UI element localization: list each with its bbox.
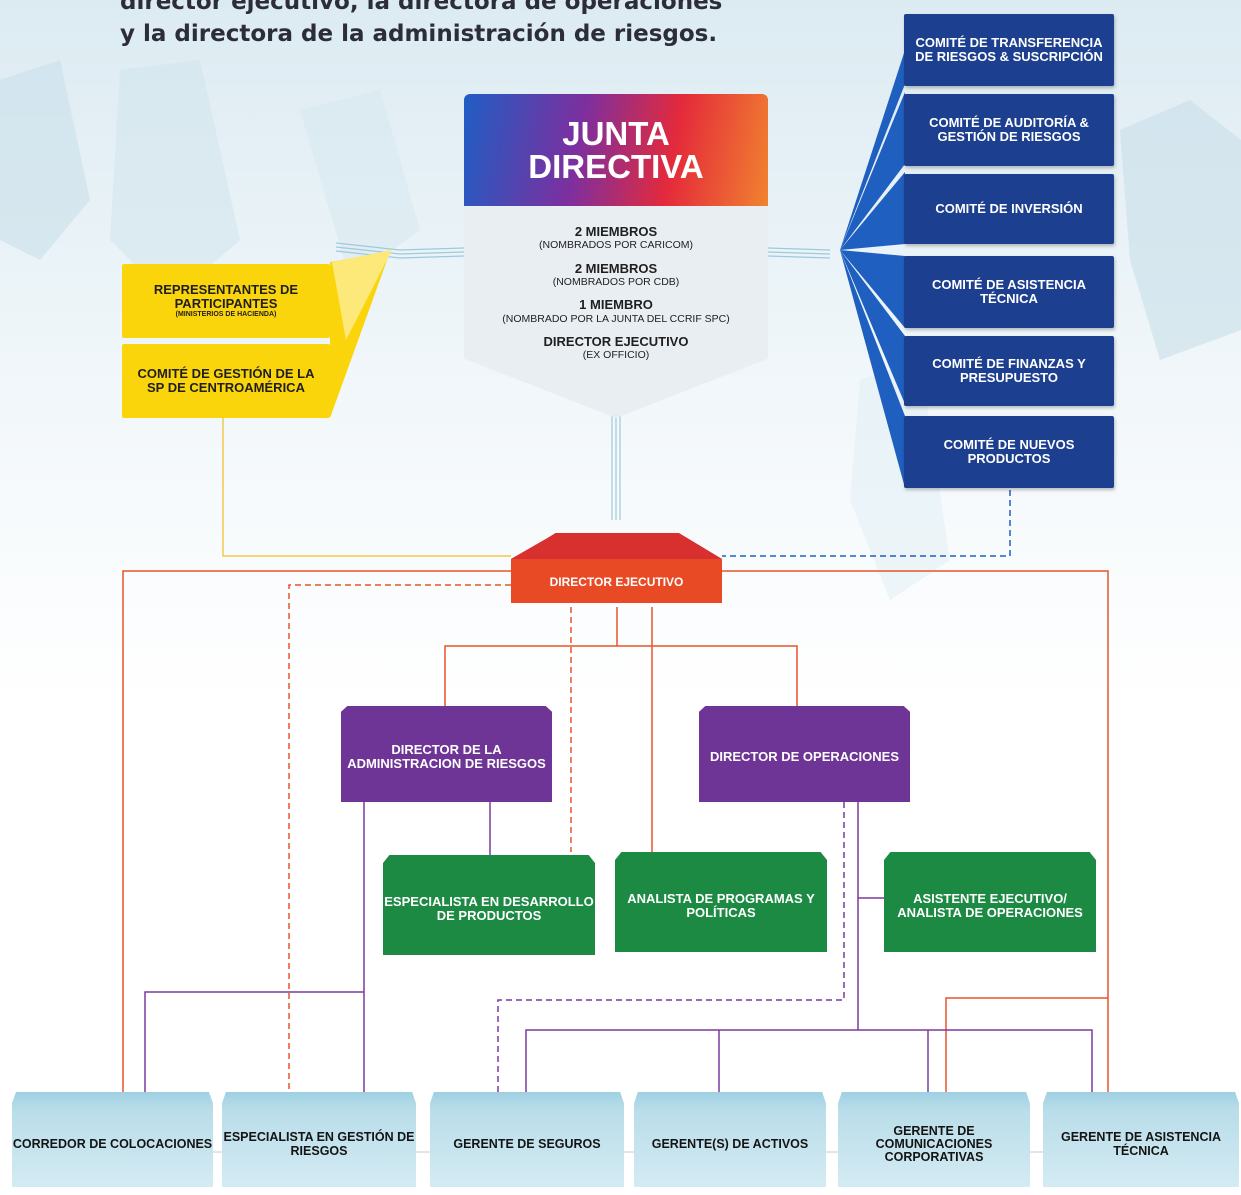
committee-label: COMITÉ DE FINANZAS Y PRESUPUESTO bbox=[932, 356, 1086, 385]
especialista-desarrollo-productos: ESPECIALISTA EN DESARROLLO DE PRODUCTOS bbox=[383, 855, 595, 955]
role-label: GERENTE DE COMUNICACIONES CORPORATIVAS bbox=[875, 1123, 993, 1165]
junta-member-sub: (NOMBRADO POR LA JUNTA DEL CCRIF SPC) bbox=[502, 313, 730, 325]
director-administracion-riesgos: DIRECTOR DE LA ADMINISTRACION DE RIESGOS bbox=[341, 706, 552, 802]
junta-title-line-2: DIRECTIVA bbox=[528, 148, 704, 185]
director-ejecutivo-box: DIRECTOR EJECUTIVO bbox=[511, 533, 722, 607]
committee-label: COMITÉ DE TRANSFERENCIA DE RIESGOS & SUS… bbox=[915, 35, 1103, 64]
gerente-activos: GERENTE(S) DE ACTIVOS bbox=[634, 1092, 826, 1187]
junta-member-main: 2 MIEMBROS bbox=[574, 261, 658, 276]
director-label: DIRECTOR DE OPERACIONES bbox=[709, 749, 899, 765]
committee-asistencia-tecnica: COMITÉ DE ASISTENCIA TÉCNICA bbox=[904, 256, 1114, 328]
specialist-label: ANALISTA DE PROGRAMAS Y POLÍTICAS bbox=[627, 891, 815, 920]
junta-directiva-header: JUNTA DIRECTIVA bbox=[464, 94, 768, 206]
committee-nuevos-productos: COMITÉ DE NUEVOS PRODUCTOS bbox=[904, 416, 1114, 488]
specialist-label: ASISTENTE EJECUTIVO/ ANALISTA DE OPERACI… bbox=[897, 891, 1083, 920]
committee-label: COMITÉ DE AUDITORÍA & GESTIÓN DE RIESGOS bbox=[929, 115, 1089, 144]
comite-gestion-sp-box: COMITÉ DE GESTIÓN DE LA SP DE CENTROAMÉR… bbox=[122, 344, 330, 418]
role-label: GERENTE(S) DE ACTIVOS bbox=[651, 1136, 809, 1151]
analista-programas-politicas: ANALISTA DE PROGRAMAS Y POLÍTICAS bbox=[615, 852, 827, 952]
director-operaciones: DIRECTOR DE OPERACIONES bbox=[699, 706, 910, 802]
committee-label: COMITÉ DE INVERSIÓN bbox=[935, 201, 1083, 217]
comite-gestion-label: COMITÉ DE GESTIÓN DE LA SP DE CENTROAMÉR… bbox=[137, 366, 315, 395]
gerente-asistencia-tecnica: GERENTE DE ASISTENCIA TÉCNICA bbox=[1043, 1092, 1239, 1187]
intro-line-2: y la directora de la administración de r… bbox=[120, 21, 718, 47]
asistente-ejecutivo-analista: ASISTENTE EJECUTIVO/ ANALISTA DE OPERACI… bbox=[884, 852, 1096, 952]
representantes-label: REPRESENTANTES DE PARTICIPANTES bbox=[153, 282, 299, 311]
junta-member-sub: (NOMBRADOS POR CARICOM) bbox=[538, 239, 693, 251]
role-label: GERENTE DE SEGUROS bbox=[453, 1136, 601, 1151]
committee-transferencia-riesgos: COMITÉ DE TRANSFERENCIA DE RIESGOS & SUS… bbox=[904, 14, 1114, 86]
director-label: DIRECTOR DE LA ADMINISTRACION DE RIESGOS bbox=[347, 742, 546, 771]
committee-label: COMITÉ DE NUEVOS PRODUCTOS bbox=[943, 437, 1075, 466]
role-label: ESPECIALISTA EN GESTIÓN DE RIESGOS bbox=[223, 1130, 415, 1158]
junta-member-main: 1 MIEMBRO bbox=[579, 297, 653, 312]
representantes-sublabel: (MINISTERIOS DE HACIENDA) bbox=[175, 311, 277, 319]
committee-finanzas: COMITÉ DE FINANZAS Y PRESUPUESTO bbox=[904, 336, 1114, 406]
director-ejecutivo-shape bbox=[511, 533, 722, 603]
role-label: GERENTE DE ASISTENCIA TÉCNICA bbox=[1061, 1130, 1221, 1158]
intro-line-1: director ejecutivo, la directora de oper… bbox=[120, 0, 723, 15]
gerente-comunicaciones-corporativas: GERENTE DE COMUNICACIONES CORPORATIVAS bbox=[838, 1092, 1030, 1187]
committee-auditoria: COMITÉ DE AUDITORÍA & GESTIÓN DE RIESGOS bbox=[904, 94, 1114, 166]
junta-member-main: DIRECTOR EJECUTIVO bbox=[543, 334, 689, 349]
junta-title-line-1: JUNTA bbox=[562, 115, 670, 152]
role-label: CORREDOR DE COLOCACIONES bbox=[12, 1136, 213, 1151]
specialist-label: ESPECIALISTA EN DESARROLLO DE PRODUCTOS bbox=[384, 894, 594, 923]
junta-member-sub: (EX OFFICIO) bbox=[582, 349, 650, 361]
gerente-seguros: GERENTE DE SEGUROS bbox=[430, 1092, 624, 1187]
representantes-participantes-box: REPRESENTANTES DE PARTICIPANTES (MINISTE… bbox=[122, 264, 330, 338]
especialista-gestion-riesgos: ESPECIALISTA EN GESTIÓN DE RIESGOS bbox=[222, 1092, 416, 1187]
intro-text: director ejecutivo, la directora de oper… bbox=[120, 0, 722, 50]
committee-inversion: COMITÉ DE INVERSIÓN bbox=[904, 174, 1114, 244]
committee-label: COMITÉ DE ASISTENCIA TÉCNICA bbox=[931, 277, 1087, 306]
junta-member-main: 2 MIEMBROS bbox=[574, 224, 658, 239]
corredor-colocaciones: CORREDOR DE COLOCACIONES bbox=[12, 1092, 213, 1187]
junta-member-sub: (NOMBRADOS POR CDB) bbox=[552, 276, 680, 288]
director-ejecutivo-label: DIRECTOR EJECUTIVO bbox=[549, 575, 684, 589]
